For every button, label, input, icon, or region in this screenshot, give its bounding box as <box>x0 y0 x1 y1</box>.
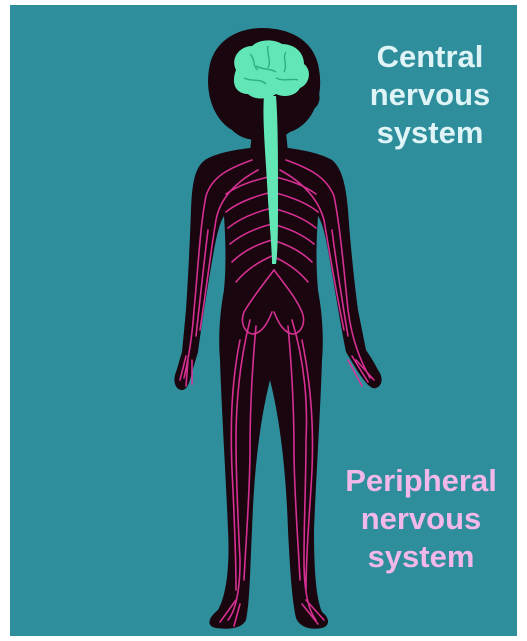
pns-label-line1: Peripheral <box>326 462 516 500</box>
pns-label-line3: system <box>326 538 516 576</box>
pns-label-line2: nervous <box>326 500 516 538</box>
cns-label-line2: nervous <box>350 76 510 114</box>
cns-label-line3: system <box>350 114 510 152</box>
pns-label: Peripheral nervous system <box>326 462 516 576</box>
cns-label-line1: Central <box>350 38 510 76</box>
cns-label: Central nervous system <box>350 38 510 152</box>
